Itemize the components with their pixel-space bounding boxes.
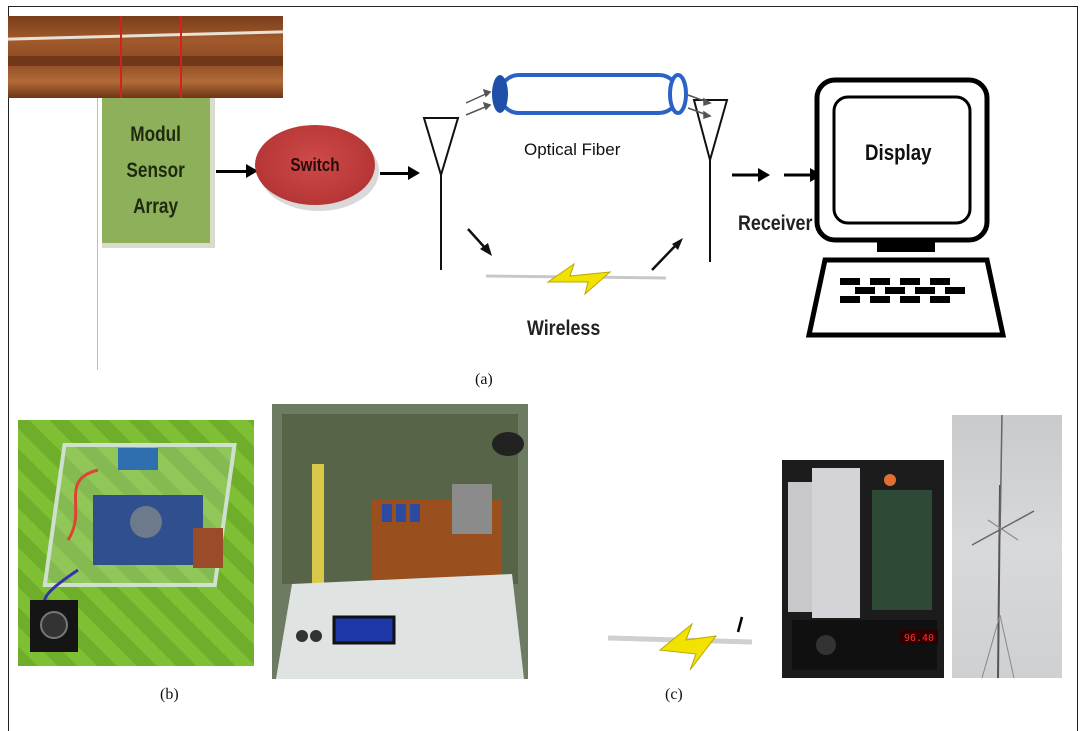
caption-a: (a) [475, 371, 493, 388]
display-label: Display [865, 140, 932, 165]
receiver-arrows [732, 168, 822, 182]
caption-c: (c) [665, 686, 683, 703]
receive-antenna-icon [692, 99, 729, 262]
wireless-label: Wireless [527, 317, 601, 340]
caption-b: (b) [160, 686, 179, 703]
switch-label: Switch [290, 154, 340, 175]
receiver-unit-photo: 96.40 [782, 460, 944, 678]
fiber-light-arrows [465, 88, 712, 120]
lightning-icon [485, 262, 667, 296]
figure-frame [8, 6, 1078, 731]
switch-block: Switch [255, 125, 375, 205]
optical-fiber-icon [492, 73, 688, 115]
sensor-array-block: Modul Sensor Array [102, 98, 215, 248]
guide-line [97, 98, 98, 370]
sensor-device-photo [18, 420, 254, 666]
optical-fiber-label: Optical Fiber [524, 140, 621, 159]
receiver-label: Receiver [738, 212, 813, 235]
frequency-readout: 96.40 [904, 633, 934, 644]
wireless-link-icon [607, 616, 753, 671]
wireless-arrows [467, 228, 683, 271]
sensor-array-label: Modul Sensor Array [126, 122, 186, 218]
transmit-antenna-icon [422, 117, 460, 270]
arrow-switch-to-antenna [380, 166, 420, 180]
sensor-installation-photo [8, 16, 283, 98]
switch-circuit-photo [272, 404, 528, 679]
computer-icon [805, 77, 1007, 338]
antenna-mast-photo [952, 415, 1062, 678]
